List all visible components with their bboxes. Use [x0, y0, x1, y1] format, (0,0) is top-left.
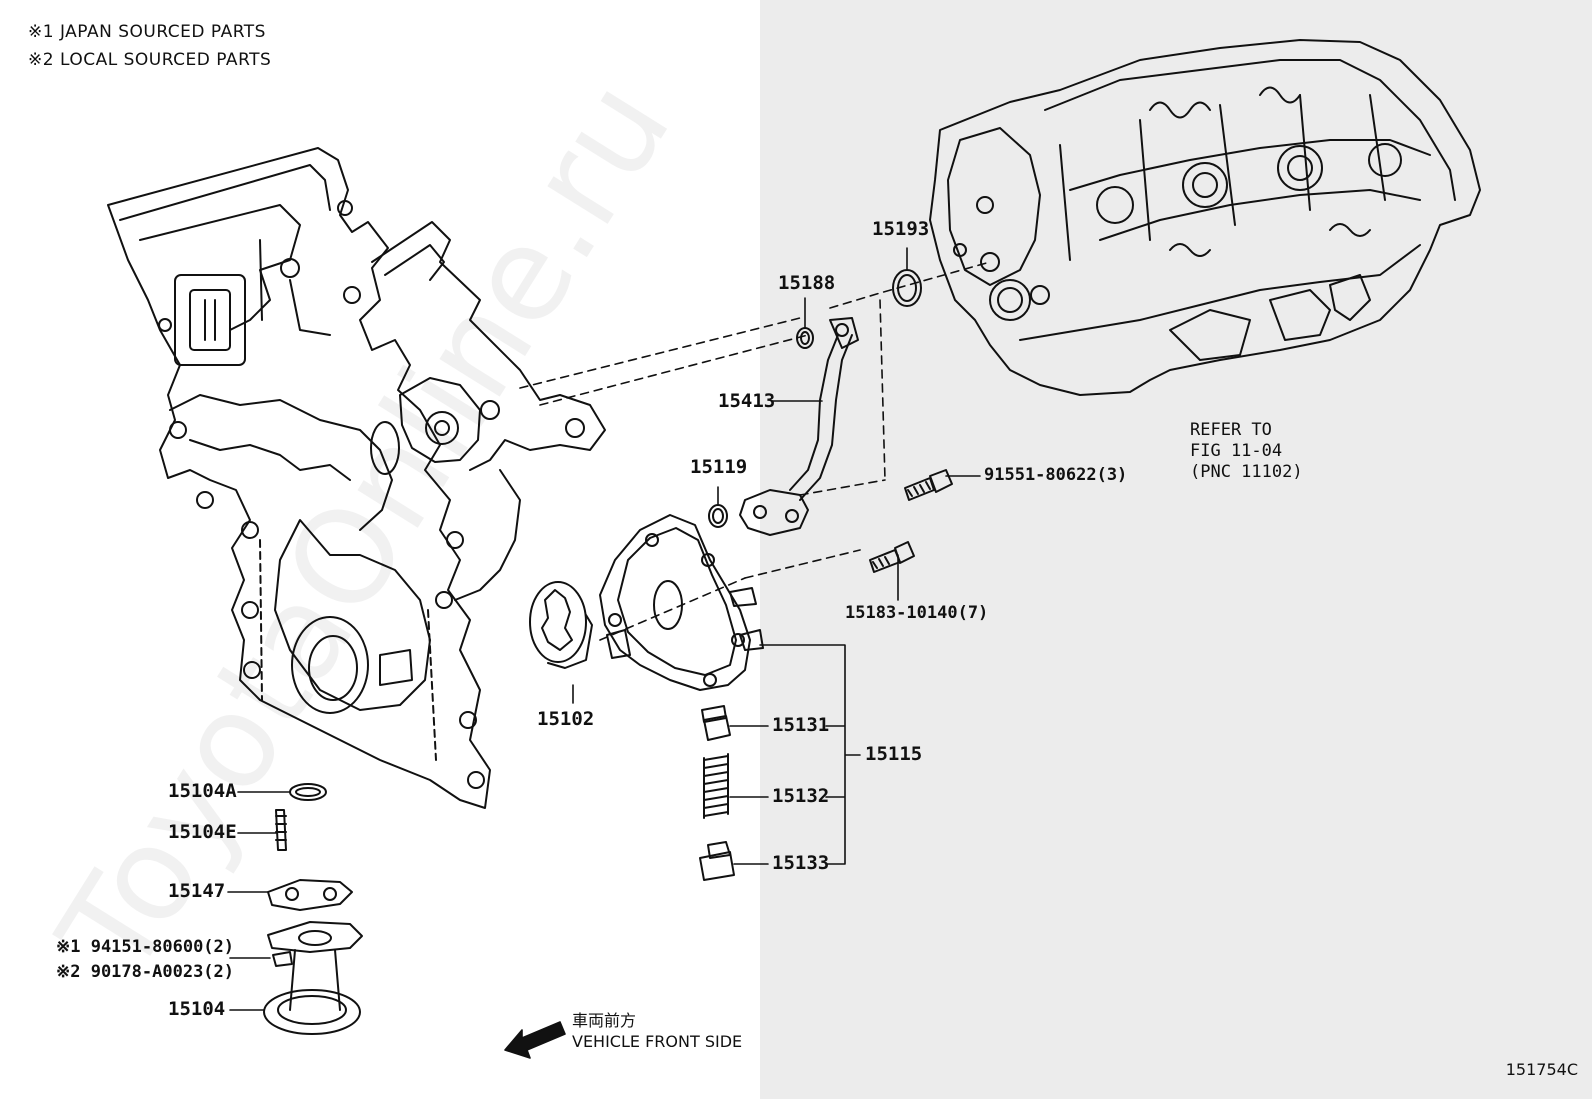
part-label-15119[interactable]: 15119	[690, 456, 748, 478]
part-label-15133[interactable]: 15133	[772, 852, 830, 874]
assembly-dashed-lines	[519, 261, 991, 641]
refer-to-block: REFER TO FIG 11-04 (PNC 11102)	[1190, 420, 1303, 483]
relief-valve-parts	[699, 705, 735, 881]
oil-pump-rotor	[529, 581, 593, 669]
cylinder-block	[929, 39, 1481, 396]
part-label-15132[interactable]: 15132	[772, 785, 830, 807]
refer-line-2[interactable]: FIG 11-04	[1190, 441, 1283, 461]
legend-note-japan: ※1 JAPAN SOURCED PARTS	[28, 22, 266, 42]
refer-line-3: (PNC 11102)	[1190, 462, 1303, 482]
vehicle-front-arrow	[504, 1021, 566, 1059]
cover-pump-mount	[371, 221, 606, 601]
oil-pipe-15413	[739, 317, 859, 536]
part-label-15193[interactable]: 15193	[872, 218, 930, 240]
oil-pump-body	[599, 514, 764, 691]
part-label-15104[interactable]: 15104	[168, 998, 226, 1020]
part-label-15104A[interactable]: 15104A	[168, 780, 237, 802]
vehicle-front-jp: 車両前方	[572, 1011, 637, 1030]
part-label-90178-A0023[interactable]: ※2 90178-A0023(2)	[56, 962, 235, 982]
part-label-15104E[interactable]: 15104E	[168, 821, 237, 843]
legend-note-local: ※2 LOCAL SOURCED PARTS	[28, 50, 272, 70]
bolt-91551-shape	[904, 469, 953, 501]
vehicle-front-label: 車両前方 VEHICLE FRONT SIDE	[572, 1010, 742, 1052]
vehicle-front-en: VEHICLE FRONT SIDE	[572, 1032, 743, 1051]
part-label-15147[interactable]: 15147	[168, 880, 226, 902]
refer-line-1: REFER TO	[1190, 420, 1272, 440]
part-label-91551-80622[interactable]: 91551-80622(3)	[984, 465, 1128, 485]
part-label-94151-80600[interactable]: ※1 94151-80600(2)	[56, 937, 235, 957]
bolt-15183-shape	[869, 541, 915, 573]
part-label-15183-10140[interactable]: 15183-10140(7)	[845, 603, 989, 623]
part-label-15413[interactable]: 15413	[718, 390, 776, 412]
part-label-15102[interactable]: 15102	[537, 708, 595, 730]
grey-background-panel	[760, 0, 1592, 1099]
timing-chain-cover	[107, 147, 491, 809]
part-label-15188[interactable]: 15188	[778, 272, 836, 294]
oil-strainer-group	[263, 783, 363, 1035]
figure-id: 151754C	[1505, 1060, 1578, 1079]
leader-lines	[227, 247, 981, 1011]
part-label-15115[interactable]: 15115	[865, 743, 923, 765]
part-label-15131[interactable]: 15131	[772, 714, 830, 736]
